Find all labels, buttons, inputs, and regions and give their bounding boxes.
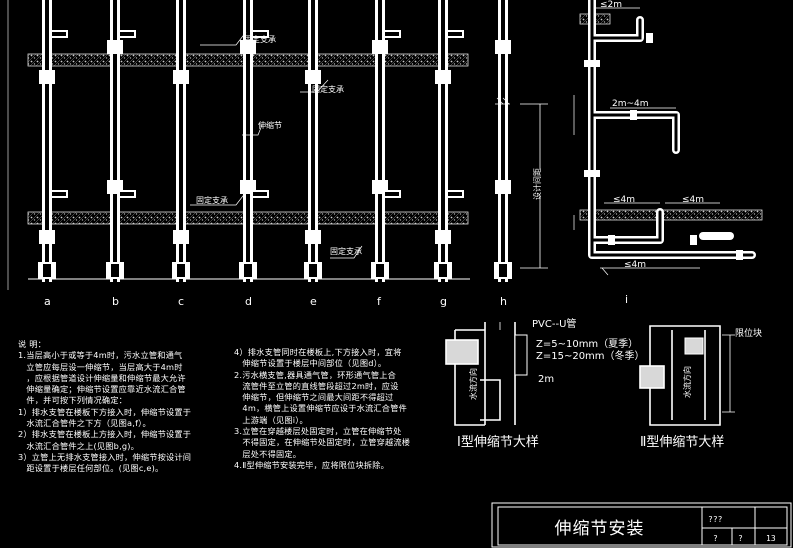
dim-le4m-right: ≤4m [682, 195, 704, 205]
label-fixed-support-3: 固定支承 [196, 195, 228, 205]
support-hatch [495, 97, 510, 105]
note-line: 伸缩节，但伸缩节之间最大间距不得超过 [234, 392, 394, 403]
type2-detail [639, 325, 735, 426]
note-line: 流管件至立管的直线管段超过2m时，应设 [234, 380, 399, 391]
note-line: 1）排水支管在楼板下方接入时，伸缩节设置于 [18, 406, 192, 417]
note-line: 3）立管上无排水支管接入时，伸缩节按设计间 [18, 451, 192, 462]
fixed-support-leaders [190, 31, 363, 259]
expansion-joint [372, 40, 388, 54]
detail-type1-title: Ⅰ型伸缩节大样 [457, 434, 539, 450]
label-fixed-support-1: 固定支承 [244, 34, 276, 44]
column-label-h: h [500, 295, 507, 308]
expansion-joint [495, 40, 511, 54]
title-block-page: 13 [766, 534, 776, 543]
panel-label-i: i [625, 293, 628, 306]
expansion-joint [305, 230, 321, 244]
note-line: 水流汇合管件之上(见图b,g)。 [18, 440, 140, 451]
detail-water-direction-2: 水流方向 [682, 366, 692, 398]
note-line: 件，并可按下列情况确定： [18, 395, 128, 406]
label-design-spacing: 设计间距 [532, 168, 542, 200]
expansion-joint [107, 180, 123, 194]
expansion-joint [173, 70, 189, 84]
notes-right: 4）排水支管同时在楼板上,下方接入时，宜将 伸缩节设置于楼层中间部位（见图d）。… [234, 347, 410, 471]
note-line: 水流汇合管件之下方（见图a,f）。 [18, 418, 151, 429]
note-line: 伸缩量确定；伸缩节设置应靠近水流汇合管 [18, 384, 186, 395]
dimension-texts: 固定支承固定支承固定支承固定支承伸缩节设计间距≤2m2m~4m≤4m≤4m≤4m… [196, 0, 762, 450]
expansion-joint [39, 70, 55, 84]
note-line: 层处不得固定。 [234, 448, 302, 459]
note-line: 说 明： [18, 339, 46, 349]
note-line: 距设置于楼层任何部位。(见图c,e)。 [18, 463, 164, 474]
title-block-q2: ? [738, 534, 743, 543]
expansion-joint [240, 180, 256, 194]
expansion-joint [435, 230, 451, 244]
detail-type2-title: Ⅱ型伸缩节大样 [640, 434, 724, 450]
detail-pvc-label: PVC--U管 [532, 317, 576, 330]
column-label-b: b [112, 295, 119, 308]
detail-2m: 2m [538, 374, 554, 385]
label-expansion-joint: 伸缩节 [258, 120, 282, 130]
note-line: 4m，横管上设置伸缩节应设于水流汇合管件 [234, 403, 407, 414]
note-line: 2）排水支管在楼板上方接入时，伸缩节设置于 [18, 429, 192, 440]
title-block-code: ??? [708, 515, 723, 524]
label-fixed-support-2: 固定支承 [312, 84, 344, 94]
title-block-q1: ? [713, 534, 718, 543]
column-label-c: c [178, 295, 184, 308]
expansion-joint [107, 40, 123, 54]
note-line: 立管应每层设一伸缩节，当层高大于4m时 [18, 361, 183, 372]
note-line: 伸缩节设置于楼层中间部位（见图d）。 [234, 358, 387, 369]
expansion-joint [173, 230, 189, 244]
detail-water-direction-1: 水流方向 [468, 368, 478, 400]
note-line: ，应根据管道设计伸缩量和伸缩节最大允许 [18, 372, 186, 383]
note-line: 3.立管在穿越楼层处固定时，立管在伸缩节处 [234, 426, 402, 437]
notes-left: 说 明：1.当层高小于或等于4m时，污水立管和通气 立管应每层设一伸缩节，当层高… [18, 339, 191, 475]
note-line: 上游端（见图i）。 [234, 414, 308, 425]
note-line: 4.Ⅱ型伸缩节安装完毕，应将限位块拆除。 [234, 459, 390, 470]
note-line: 不得固定，在伸缩节处固定时，立管穿越流楼 [234, 437, 411, 448]
expansion-joint [435, 70, 451, 84]
note-line: 2.污水横支管,器具通气管，环形通气管上合 [234, 369, 396, 380]
column-label-g: g [440, 295, 447, 308]
column-label-f: f [377, 295, 382, 308]
column-label-a: a [44, 295, 51, 308]
detail-limit-block: 限位块 [735, 327, 762, 339]
expansion-joint [495, 180, 511, 194]
label-fixed-support-4: 固定支承 [330, 246, 362, 256]
note-line: 4）排水支管同时在楼板上,下方接入时，宜将 [234, 347, 402, 357]
dim-le2m-top: ≤2m [600, 0, 622, 10]
panel-i-drawing [573, 0, 763, 276]
type1-detail [445, 322, 528, 426]
expansion-joint [305, 70, 321, 84]
title-block [491, 502, 792, 548]
note-line: 1.当层高小于或等于4m时，污水立管和通气 [18, 350, 183, 361]
detail-z-summer: Z=5~10mm（夏季） [536, 338, 638, 350]
stack-pipes: a b c d e f g h [38, 0, 512, 308]
expansion-joint [39, 230, 55, 244]
expansion-joint [372, 180, 388, 194]
detail-z-winter: Z=15~20mm（冬季） [536, 349, 645, 362]
expansion-joint [240, 40, 256, 54]
dim-le4m-left: ≤4m [613, 195, 635, 205]
dim-le4m-bottom: ≤4m [624, 260, 646, 270]
dim-2m-4m: 2m~4m [612, 99, 649, 109]
panel-i-upper-slab [579, 209, 763, 221]
design-spacing-dimension [520, 103, 548, 269]
column-label-e: e [310, 295, 317, 308]
column-label-d: d [245, 295, 252, 308]
title-block-title: 伸缩节安装 [554, 519, 645, 539]
